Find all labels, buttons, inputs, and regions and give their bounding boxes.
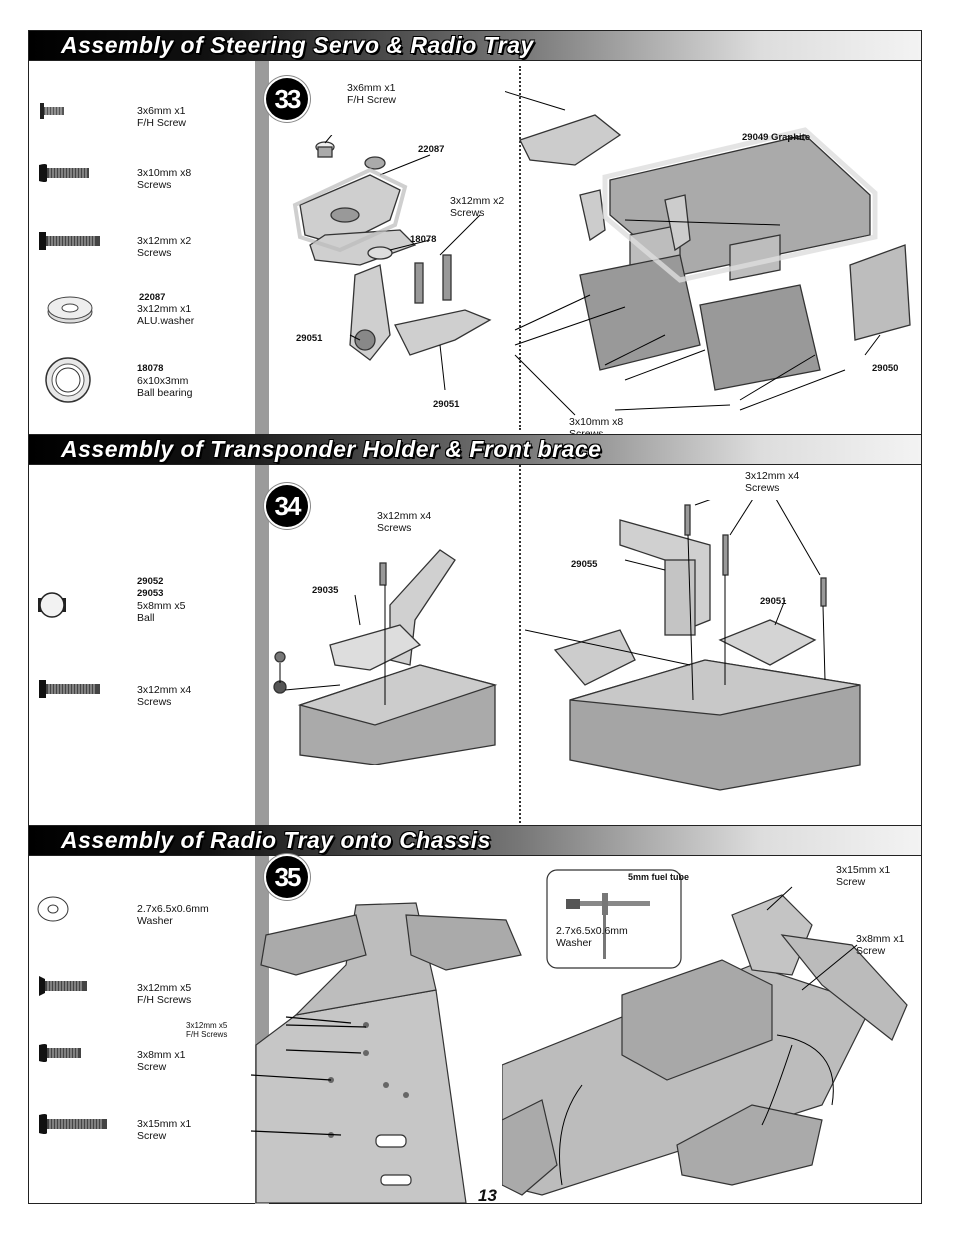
callout-label: 29050: [872, 363, 899, 374]
part-label: 5x8mm x5 Ball: [137, 600, 186, 624]
page-number: 13: [478, 1186, 497, 1205]
thin-washer-icon: [37, 896, 69, 922]
section-title: Assembly of Steering Servo & Radio Tray: [61, 32, 534, 58]
washer-icon: [47, 296, 93, 324]
callout-label: 18078: [410, 234, 437, 245]
callout-label: 3x12mm x2 Screws: [450, 195, 505, 219]
part-label: 3x12mm x4 Screws: [137, 684, 192, 708]
section-title: Assembly of Radio Tray onto Chassis: [61, 827, 491, 853]
part-code: 22087: [139, 292, 166, 303]
short-screw-icon: [39, 164, 89, 182]
step-number-badge: 34: [266, 485, 308, 527]
chassis-underside-diagram: [250, 902, 522, 1203]
short-screw-icon: [39, 1044, 81, 1062]
part-label: 6x10x3mm Ball bearing: [137, 375, 193, 399]
callout-label: 3x6mm x1 F/H Screw: [347, 82, 397, 106]
callout-label: 29051: [760, 596, 787, 607]
dashed-divider: [519, 465, 521, 823]
callout-label: 2.7x6.5x0.6mm Washer: [556, 925, 628, 949]
callout-label: 29051: [433, 399, 460, 410]
part-label: 3x15mm x1 Screw: [137, 1118, 192, 1142]
section-banner-33: Assembly of Steering Servo & Radio Tray: [28, 30, 922, 61]
callout-label: 3x12mm x4 Screws: [745, 470, 800, 494]
section-title: Assembly of Transponder Holder & Front b…: [61, 436, 602, 462]
callout-label: 29049 Graphite: [742, 132, 811, 143]
part-label: 3x8mm x1 Screw: [137, 1049, 186, 1073]
dashed-divider: [519, 66, 521, 430]
part-label: 3x10mm x8 Screws: [137, 167, 192, 191]
callout-label: 3x12mm x5 F/H Screws: [186, 1021, 228, 1039]
part-label: 3x6mm x1 F/H Screw: [137, 105, 187, 129]
section-divider-bar: [255, 61, 269, 435]
section-divider-bar: [255, 465, 269, 825]
flat-head-screw-icon: [40, 103, 64, 119]
transponder-holder-diagram: [273, 549, 498, 765]
long-screw-icon: [39, 680, 100, 698]
front-brace-diagram: [525, 500, 861, 791]
long-screw-icon: [39, 1114, 107, 1134]
long-screw-icon: [39, 232, 100, 250]
part-label: 3x12mm x1 ALU.washer: [137, 303, 195, 327]
callout-label: 3x15mm x1 Screw: [836, 864, 891, 888]
section-banner-34: Assembly of Transponder Holder & Front b…: [28, 434, 922, 465]
fuel-tube-inset: [546, 869, 682, 969]
part-code: 18078: [137, 363, 164, 374]
callout-label: 3x8mm x1 Screw: [856, 933, 905, 957]
chassis-top-diagram: [502, 886, 908, 1196]
flat-head-screw-icon: [39, 976, 87, 996]
ball-icon: [38, 592, 66, 618]
radio-tray-servo-diagram: [505, 91, 911, 416]
callout-label: 22087: [418, 144, 445, 155]
callout-label: 5mm fuel tube: [628, 872, 690, 882]
section-banner-35: Assembly of Radio Tray onto Chassis: [28, 825, 922, 856]
callout-label: 3x12mm x4 Screws: [377, 510, 432, 534]
ball-bearing-icon: [45, 357, 91, 403]
callout-label: 29035: [312, 585, 339, 596]
callout-label: 29055: [571, 559, 598, 570]
steering-servo-saver-diagram: [292, 135, 492, 391]
part-label: 3x12mm x2 Screws: [137, 235, 192, 259]
part-code: 29052 29053: [137, 576, 164, 599]
step-number-badge: 33: [266, 78, 308, 120]
part-label: 2.7x6.5x0.6mm Washer: [137, 903, 209, 927]
part-label: 3x12mm x5 F/H Screws: [137, 982, 192, 1006]
step-number-badge: 35: [266, 856, 308, 898]
callout-label: 29051: [296, 333, 323, 344]
